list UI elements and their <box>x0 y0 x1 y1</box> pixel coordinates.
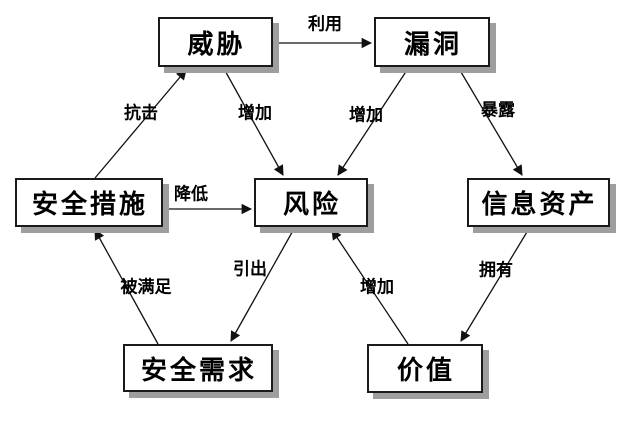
node-information-assets-label: 信息资产 <box>481 189 598 219</box>
node-value-label: 价值 <box>396 355 455 385</box>
edge-own-arrow <box>460 226 531 342</box>
edge-derive-arrow <box>230 226 296 342</box>
edge-label-vulnerability-increase: 增加 <box>349 105 383 125</box>
edge-label-derive: 引出 <box>233 259 267 279</box>
edge-label-own: 拥有 <box>479 260 513 280</box>
edge-label-satisfied-by: 被满足 <box>120 277 172 297</box>
node-security-measures: 安全措施 <box>15 178 163 227</box>
node-threat-label: 威胁 <box>187 28 246 59</box>
node-threat: 威胁 <box>158 17 273 67</box>
node-risk-label: 风险 <box>282 189 341 219</box>
edge-resist-arrow <box>94 69 187 179</box>
node-security-requirements-label: 安全需求 <box>140 354 257 385</box>
edge-label-exploit: 利用 <box>308 14 342 34</box>
edge-expose-arrow <box>457 66 523 176</box>
node-security-measures-label: 安全措施 <box>31 189 148 219</box>
edge-label-resist: 抗击 <box>124 103 158 123</box>
node-security-requirements: 安全需求 <box>123 344 273 392</box>
edge-label-threat-increase: 增加 <box>238 103 272 123</box>
edge-threat-increase-arrow <box>222 66 284 176</box>
edge-label-reduce: 降低 <box>174 184 208 204</box>
node-information-assets: 信息资产 <box>467 178 610 227</box>
node-risk: 风险 <box>254 178 368 227</box>
edge-label-value-increase: 增加 <box>360 277 394 297</box>
edge-satisfied-by-arrow <box>94 229 159 345</box>
node-vulnerability: 漏洞 <box>374 17 490 67</box>
node-vulnerability-label: 漏洞 <box>403 28 462 59</box>
edge-vulnerability-increase-arrow <box>337 66 410 176</box>
edge-label-expose: 暴露 <box>481 100 515 120</box>
edge-value-increase-arrow <box>331 229 409 345</box>
node-value: 价值 <box>367 344 483 393</box>
